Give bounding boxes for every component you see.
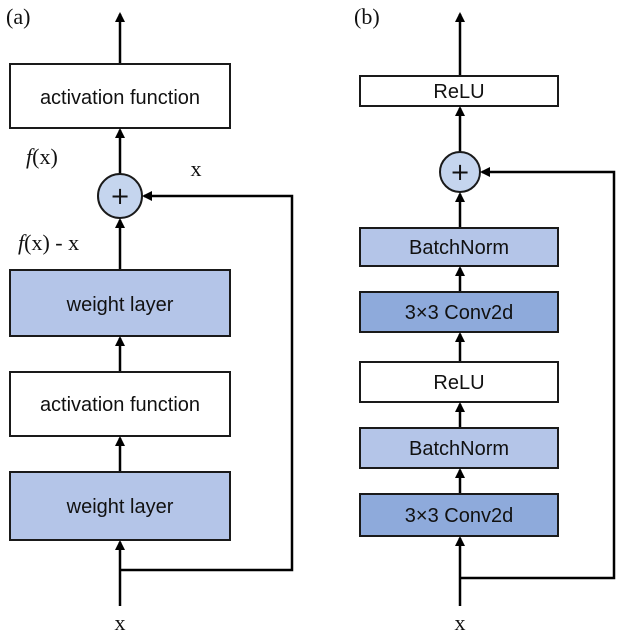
panel-b-relu-box-top (359, 75, 559, 107)
panel-b-conv-label-top: 3×3 Conv2d (405, 302, 513, 324)
panel-a: (a) activation function f(x) + x f(x) - … (6, 4, 294, 635)
panel-b-relu-label-top: ReLU (433, 81, 484, 103)
panel-a-activation-box-middle (9, 371, 231, 437)
panel-a-fx-minus-x-label: f(x) - x (18, 230, 79, 255)
panel-b-skip-connection (460, 167, 616, 580)
panel-a-adder-plus: + (110, 182, 130, 210)
panel-b-relu-box-middle (359, 361, 559, 403)
panel-a-weight-layer-box-top (9, 269, 231, 337)
panel-b-conv-box-top (359, 291, 559, 333)
panel-b-conv-label-bottom: 3×3 Conv2d (405, 505, 513, 527)
panel-b-batchnorm-box-bottom (359, 427, 559, 469)
panel-a-skip-connection (120, 191, 294, 572)
panel-b-input-label: x (455, 610, 466, 635)
panel-b-label: (b) (354, 4, 380, 29)
panel-a-fx-label: f(x) (26, 144, 58, 169)
panel-b: (b) ReLU + BatchNorm 3×3 Conv2d ReLU Bat… (354, 4, 616, 635)
panel-a-weight-layer-label-bottom: weight layer (66, 496, 174, 518)
panel-a-activation-label-top: activation function (40, 87, 200, 109)
panel-a-weight-layer-box-bottom (9, 471, 231, 541)
panel-a-input-label: x (115, 610, 126, 635)
panel-b-batchnorm-box-top (359, 227, 559, 267)
panel-b-batchnorm-label-bottom: BatchNorm (409, 438, 509, 460)
panel-a-skip-label: x (191, 156, 202, 181)
panel-a-activation-label-middle: activation function (40, 394, 200, 416)
panel-b-adder-plus: + (450, 158, 470, 186)
panel-b-batchnorm-label-top: BatchNorm (409, 237, 509, 259)
panel-a-weight-layer-label-top: weight layer (66, 294, 174, 316)
panel-a-label: (a) (6, 4, 30, 29)
panel-b-relu-label-middle: ReLU (433, 372, 484, 394)
